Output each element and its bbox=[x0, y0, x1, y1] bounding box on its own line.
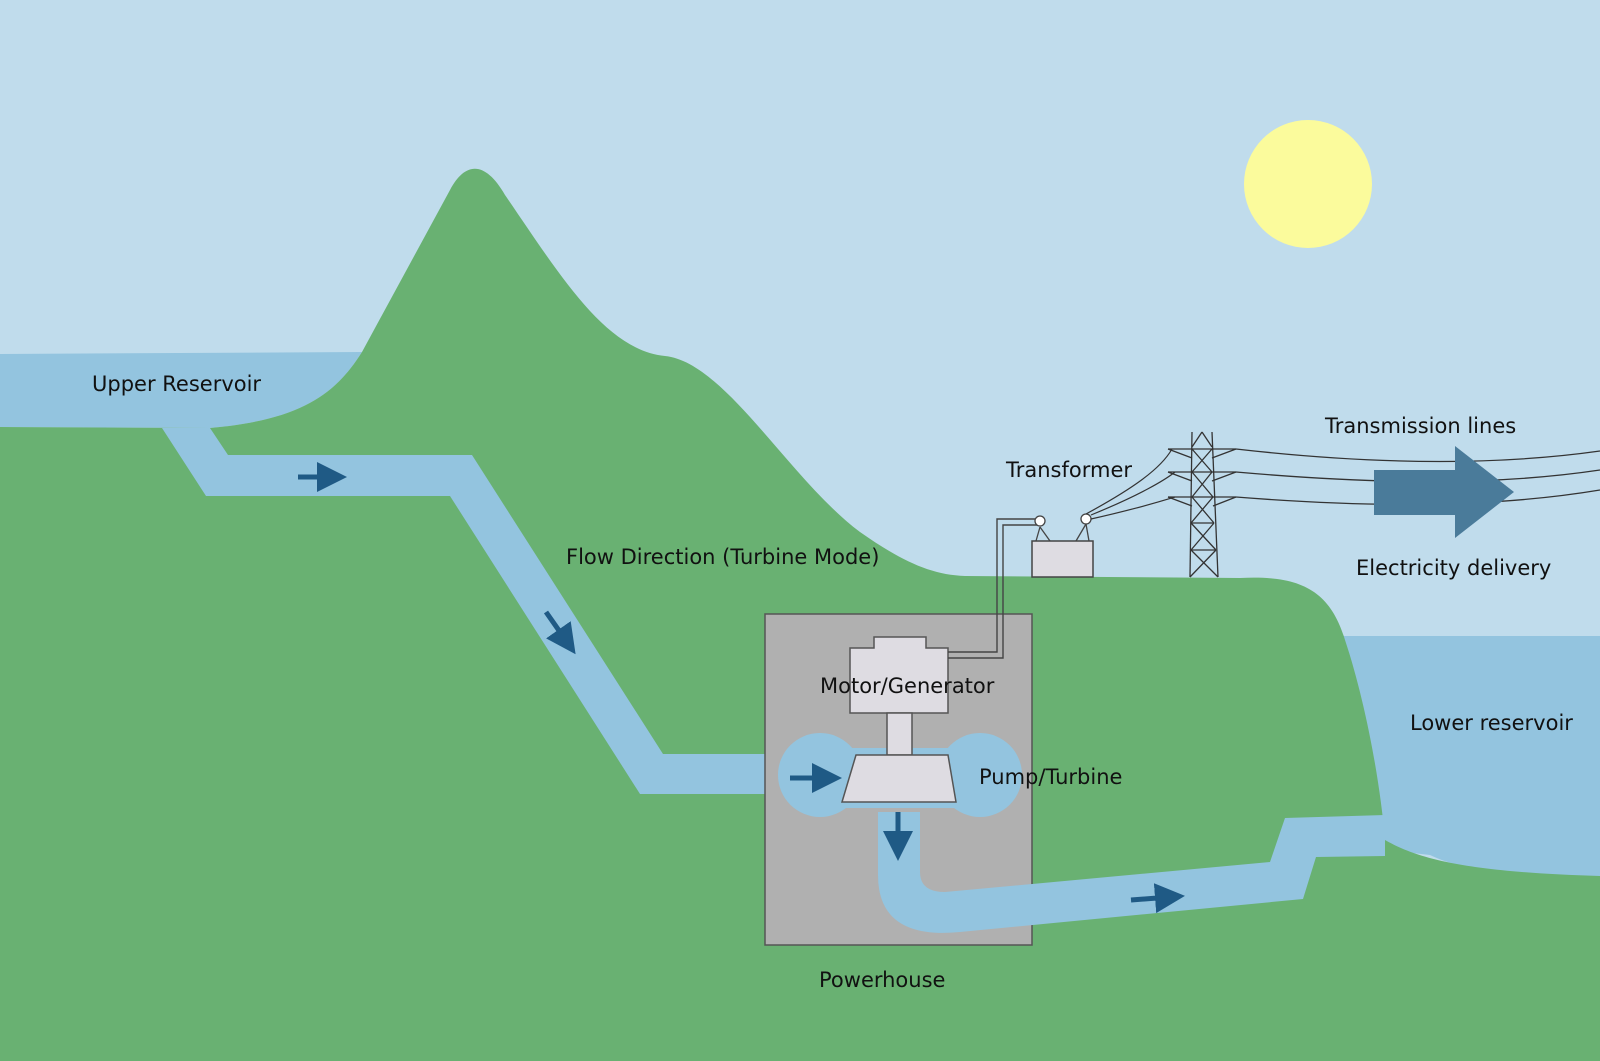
motor-generator bbox=[849, 636, 949, 714]
transformer-label: Transformer bbox=[1005, 458, 1132, 482]
pump-turbine bbox=[840, 754, 957, 803]
sun bbox=[1244, 120, 1372, 248]
motor-generator-label: Motor/Generator bbox=[820, 674, 995, 698]
flow-arrow-penstock bbox=[543, 610, 576, 655]
electricity-delivery-label: Electricity delivery bbox=[1356, 556, 1551, 580]
transmission-lines-label: Transmission lines bbox=[1324, 414, 1516, 438]
flow-arrows bbox=[298, 462, 1185, 914]
tailrace-pipe bbox=[878, 812, 1385, 933]
transmission-tower bbox=[1167, 431, 1237, 578]
pump-turbine-label: Pump/Turbine bbox=[979, 765, 1122, 789]
flow-direction-label: Flow Direction (Turbine Mode) bbox=[566, 545, 879, 569]
upper-reservoir-label: Upper Reservoir bbox=[92, 372, 261, 396]
turbine-shaft bbox=[886, 712, 913, 756]
lower-reservoir-label: Lower reservoir bbox=[1410, 711, 1573, 735]
transformer bbox=[1031, 513, 1094, 578]
upper-reservoir bbox=[0, 352, 362, 428]
flow-arrow-tailrace bbox=[1130, 883, 1185, 914]
electricity-delivery-arrow bbox=[1374, 446, 1514, 538]
powerhouse-label: Powerhouse bbox=[819, 968, 945, 992]
penstock-pipe bbox=[162, 428, 790, 794]
generator-cable bbox=[948, 518, 1040, 659]
